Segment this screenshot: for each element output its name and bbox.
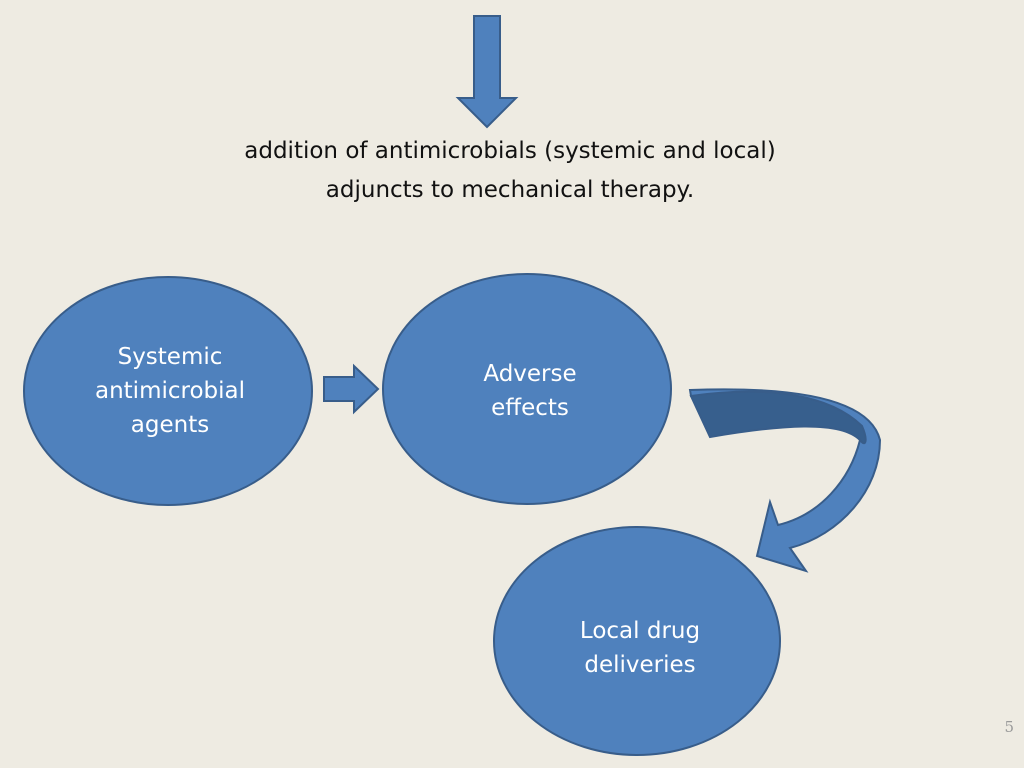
adverse-effects-node: [382, 273, 672, 505]
systemic-antimicrobial-agents-node: [23, 276, 313, 506]
systemic-node-label: Systemic antimicrobial agents: [70, 340, 270, 442]
down-arrow-icon: [455, 15, 519, 129]
local-label-line-2: deliveries: [584, 652, 696, 678]
curved-arrow-top-face: [689, 390, 867, 445]
local-label-line-1: Local drug: [579, 618, 701, 644]
systemic-label-line-3: agents: [130, 412, 210, 438]
systemic-label-line-1: Systemic: [117, 344, 223, 370]
local-drug-deliveries-node: [493, 526, 781, 756]
local-node-label: Local drug deliveries: [540, 614, 740, 682]
right-arrow-icon: [323, 363, 380, 415]
adverse-node-label: Adverse effects: [430, 357, 630, 425]
page-number: 5: [1004, 718, 1014, 736]
adverse-label-line-1: Adverse: [483, 361, 577, 387]
adverse-label-line-2: effects: [491, 395, 569, 421]
systemic-label-line-2: antimicrobial: [94, 378, 246, 404]
heading-line-2: adjuncts to mechanical therapy.: [325, 177, 695, 203]
heading-line-1: addition of antimicrobials (systemic and…: [244, 138, 776, 164]
